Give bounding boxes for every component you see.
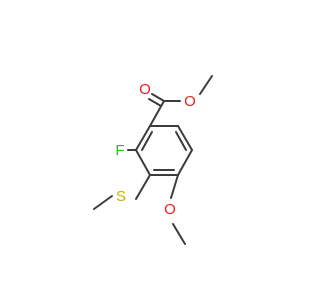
ester-oxygen-label: O bbox=[184, 93, 196, 110]
bond-methoxy-methyl bbox=[172, 223, 186, 245]
structure-canvas: O O F S O bbox=[93, 75, 213, 245]
carbonyl-double-bond-a bbox=[151, 93, 165, 102]
bond-ring-sulfur bbox=[135, 174, 151, 200]
ring-bond-c4-c5 bbox=[177, 149, 193, 176]
ring-bond-c2-c3 bbox=[135, 149, 151, 176]
fluorine-label: F bbox=[115, 142, 124, 159]
sulfur-label: S bbox=[116, 188, 126, 205]
ring-bond-c1-c2 bbox=[135, 125, 151, 151]
molecule-drawing: O O F S O bbox=[93, 75, 213, 245]
ester-methyl-bond bbox=[199, 75, 213, 95]
bond-ring-methoxy-o bbox=[170, 174, 179, 199]
bond-sulfur-methyl bbox=[93, 195, 113, 210]
methoxy-oxygen-label: O bbox=[164, 201, 176, 218]
ring-inner-double-1 bbox=[141, 131, 153, 151]
ring-bond-c5-c6 bbox=[177, 125, 193, 151]
bond-ring-carbonyl bbox=[149, 100, 165, 127]
ring-inner-double-3 bbox=[175, 131, 187, 151]
carbonyl-double-bond-b bbox=[148, 98, 162, 107]
carbonyl-oxygen-label: O bbox=[139, 81, 151, 98]
